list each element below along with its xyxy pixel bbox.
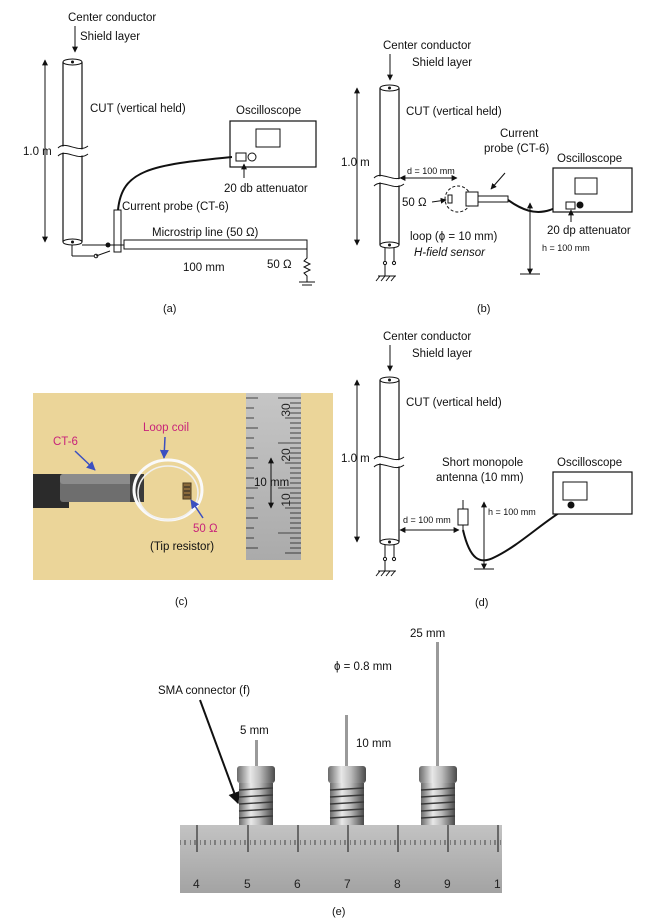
distance-label: d = 100 mm bbox=[403, 515, 451, 525]
ruler-number-7: 7 bbox=[344, 877, 351, 891]
ruler-number-1: 1 bbox=[494, 877, 501, 891]
shield-layer-label: Shield layer bbox=[80, 31, 140, 43]
probe-cable bbox=[117, 156, 233, 211]
cut-label: CUT (vertical held) bbox=[406, 397, 502, 409]
ruler-number-9: 9 bbox=[444, 877, 451, 891]
cut-cable bbox=[371, 84, 406, 282]
pin-5mm bbox=[255, 740, 258, 768]
height-label: h = 100 mm bbox=[488, 507, 536, 517]
diameter-label: ϕ = 0.8 mm bbox=[334, 661, 392, 673]
center-conductor-label: Center conductor bbox=[383, 40, 471, 52]
caption-e: (e) bbox=[332, 906, 345, 918]
attenuator-label: 20 db attenuator bbox=[224, 183, 308, 195]
distance-label: d = 100 mm bbox=[407, 166, 455, 176]
oscilloscope-label: Oscilloscope bbox=[236, 105, 301, 117]
scale-label: 10 mm bbox=[254, 477, 289, 489]
oscilloscope bbox=[552, 471, 633, 515]
height-label: h = 100 mm bbox=[542, 243, 590, 253]
length-label: 1.0 m bbox=[23, 146, 52, 158]
sma-connector-2 bbox=[328, 766, 366, 827]
pin-25mm bbox=[436, 642, 439, 768]
cut-label: CUT (vertical held) bbox=[90, 103, 186, 115]
ruler-number-8: 8 bbox=[394, 877, 401, 891]
length-10-label: 10 mm bbox=[356, 738, 391, 750]
antenna-label-1: Short monopole bbox=[442, 457, 523, 469]
ruler-number-30: 30 bbox=[279, 403, 293, 417]
caption-c: (c) bbox=[175, 596, 188, 608]
ct6-arrow bbox=[74, 450, 96, 471]
caption-b: (b) bbox=[477, 303, 490, 315]
sma-connector-label: SMA connector (f) bbox=[158, 685, 250, 697]
length-label: 1.0 m bbox=[341, 157, 370, 169]
loop-coil bbox=[132, 458, 204, 522]
caption-d: (d) bbox=[475, 597, 488, 609]
sensor-label: H-field sensor bbox=[414, 247, 486, 259]
loop-coil-label: Loop coil bbox=[143, 422, 189, 434]
shield-layer-label: Shield layer bbox=[412, 57, 472, 69]
cut-cable bbox=[371, 376, 406, 577]
panel-c-photo: 30 20 10 10 mm CT-6 Loop coil 50 Ω (Tip … bbox=[33, 393, 333, 608]
caption-a: (a) bbox=[163, 303, 176, 315]
oscilloscope-label: Oscilloscope bbox=[557, 153, 622, 165]
panel-b: Center conductor Shield layer 1.0 m bbox=[341, 40, 633, 315]
cut-label: CUT (vertical held) bbox=[406, 106, 502, 118]
attenuator-label: 20 dp attenuator bbox=[547, 225, 631, 237]
ruler-number-10: 10 bbox=[279, 493, 293, 507]
pin-10mm bbox=[345, 715, 348, 768]
termination-label: 50 Ω bbox=[267, 259, 292, 271]
ruler-number-20: 20 bbox=[279, 448, 293, 462]
sma-connector-3 bbox=[419, 766, 457, 827]
resistor-label: 50 Ω bbox=[193, 523, 218, 535]
length-label: 1.0 m bbox=[341, 453, 370, 465]
loop-sensor bbox=[444, 185, 509, 213]
resistor-label: 50 Ω bbox=[402, 197, 427, 209]
oscilloscope bbox=[229, 120, 317, 168]
center-conductor-label: Center conductor bbox=[383, 331, 471, 343]
resistor-arrow bbox=[431, 197, 447, 204]
monopole-antenna bbox=[457, 500, 469, 530]
oscilloscope-label: Oscilloscope bbox=[557, 457, 622, 469]
resistor-arrow bbox=[190, 499, 204, 519]
ruler-number-5: 5 bbox=[244, 877, 251, 891]
current-probe bbox=[113, 209, 122, 253]
steel-ruler: 4 5 6 7 8 9 1 bbox=[180, 825, 502, 893]
center-conductor-label: Center conductor bbox=[68, 12, 156, 24]
sma-connector-1 bbox=[237, 766, 275, 827]
shield-layer-label: Shield layer bbox=[412, 348, 472, 360]
microstrip-label: Microstrip line (50 Ω) bbox=[152, 227, 259, 239]
length-25-label: 25 mm bbox=[410, 628, 445, 640]
steel-ruler: 30 20 10 bbox=[246, 393, 301, 560]
ruler-number-4: 4 bbox=[193, 877, 200, 891]
microstrip-line bbox=[71, 239, 315, 286]
distance-label: 100 mm bbox=[183, 262, 225, 274]
panel-e-photo: 25 mm ϕ = 0.8 mm SMA connector (f) 5 mm … bbox=[158, 628, 502, 918]
probe-label-2: probe (CT-6) bbox=[484, 143, 549, 155]
antenna-label-2: antenna (10 mm) bbox=[436, 472, 524, 484]
oscilloscope bbox=[552, 167, 633, 213]
panel-d: Center conductor Shield layer 1.0 m bbox=[341, 331, 633, 609]
loop-coil-arrow bbox=[159, 436, 169, 459]
probe-label: Current probe (CT-6) bbox=[122, 201, 229, 213]
tip-resistor-label: (Tip resistor) bbox=[150, 541, 214, 553]
ct6-label: CT-6 bbox=[53, 436, 78, 448]
cut-cable bbox=[55, 58, 90, 246]
sma-connector-arrow bbox=[199, 699, 240, 805]
length-5-label: 5 mm bbox=[240, 725, 269, 737]
loop-label: loop (ϕ = 10 mm) bbox=[410, 231, 497, 243]
probe-arrow bbox=[490, 172, 506, 190]
ruler-number-6: 6 bbox=[294, 877, 301, 891]
antenna-cable bbox=[462, 505, 571, 562]
panel-a: Center conductor Shield layer 1.0 m CUT … bbox=[23, 12, 317, 315]
probe-label-1: Current bbox=[500, 128, 539, 140]
